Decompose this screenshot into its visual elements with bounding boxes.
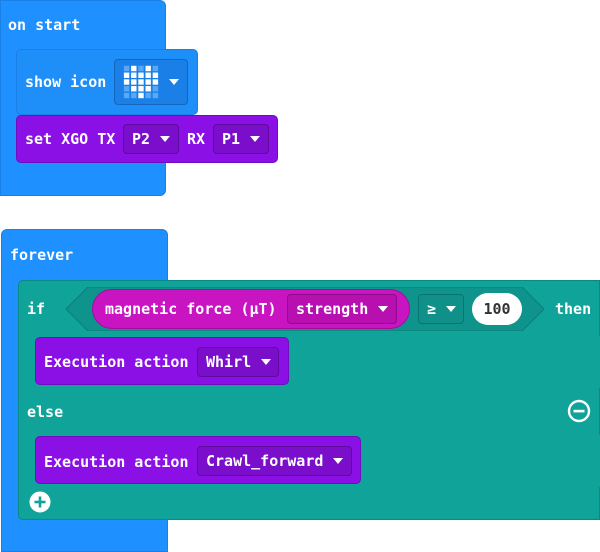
icon-dropdown[interactable]	[114, 59, 188, 105]
chevron-down-icon	[250, 136, 261, 142]
remove-else-icon[interactable]	[567, 399, 591, 423]
else-action-dropdown[interactable]: Crawl_forward	[197, 446, 352, 476]
chevron-down-icon	[169, 79, 179, 85]
chevron-down-icon	[261, 359, 272, 365]
else-label: else	[27, 403, 64, 421]
chevron-down-icon	[446, 306, 457, 312]
strength-value: strength	[296, 300, 369, 318]
chevron-down-icon	[333, 458, 344, 464]
tx-pin-dropdown[interactable]: P2	[123, 124, 179, 154]
set-xgo-label: set XGO TX	[25, 130, 116, 148]
then-label: then	[555, 300, 592, 318]
rx-label: RX	[187, 130, 206, 148]
operator-value: ≥	[427, 300, 437, 318]
operator-dropdown[interactable]: ≥	[418, 294, 464, 324]
threshold-value: 100	[483, 300, 511, 318]
then-action-value: Whirl	[206, 353, 252, 371]
else-action-label: Execution action	[44, 453, 189, 471]
chevron-down-icon	[160, 136, 171, 142]
tx-pin-value: P2	[132, 130, 151, 148]
then-action-label: Execution action	[44, 353, 189, 371]
add-else-if-icon[interactable]	[28, 490, 52, 514]
else-action-value: Crawl_forward	[206, 452, 324, 470]
then-slot-bg	[290, 336, 600, 388]
show-icon-label: show icon	[25, 73, 107, 91]
strength-dropdown[interactable]: strength	[287, 294, 397, 324]
heart-icon	[123, 65, 159, 99]
threshold-input[interactable]: 100	[472, 293, 522, 325]
if-label: if	[27, 300, 46, 318]
else-slot-bg	[362, 435, 600, 487]
then-action-dropdown[interactable]: Whirl	[197, 347, 279, 377]
chevron-down-icon	[378, 306, 389, 312]
rx-pin-value: P1	[222, 130, 241, 148]
magnetic-force-label: magnetic force (µT)	[105, 300, 277, 318]
on-start-label: on start	[8, 16, 81, 34]
forever-label: forever	[10, 246, 74, 264]
rx-pin-dropdown[interactable]: P1	[213, 124, 269, 154]
